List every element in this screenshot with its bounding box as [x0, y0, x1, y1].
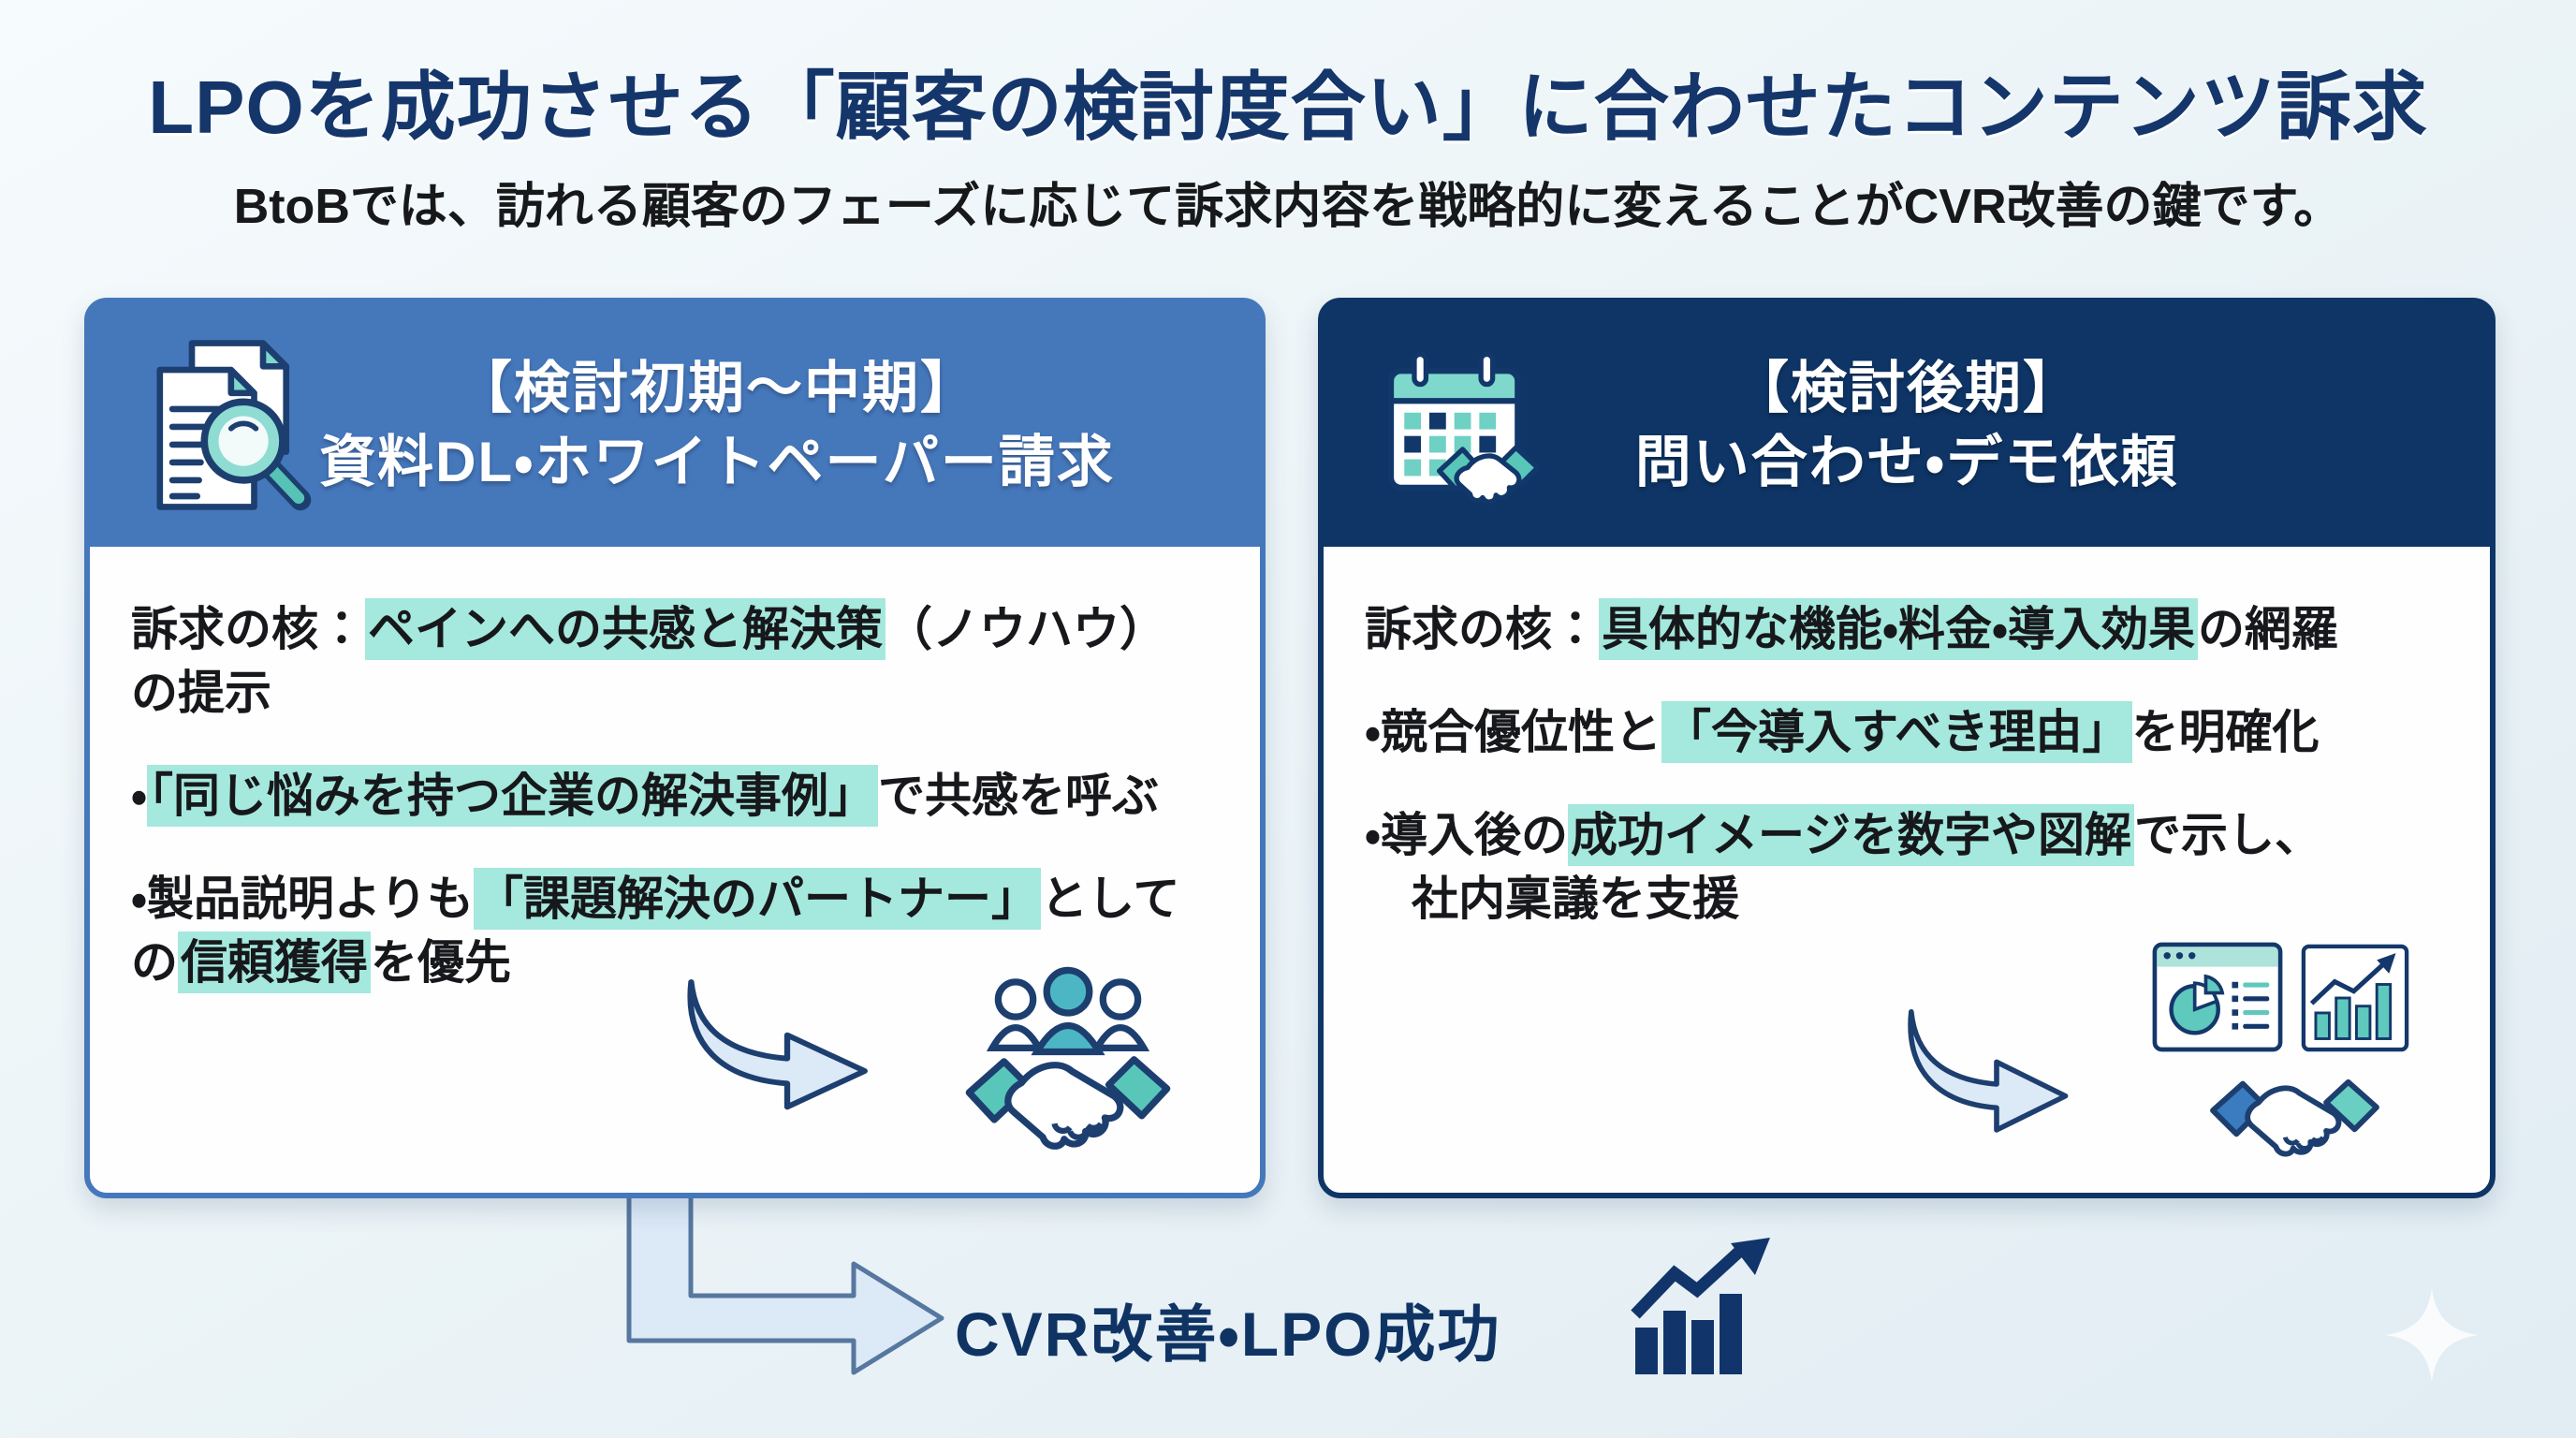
body-text: 訴求の核：: [1365, 603, 1599, 655]
bar-chart-panel-icon: [2301, 944, 2409, 1052]
body-text: で共感を呼ぶ: [878, 770, 1159, 822]
body-paragraph: ・「同じ悩みを持つ企業の解決事例」で共感を呼ぶ: [131, 764, 1219, 828]
team-handshake-icon: [965, 966, 1171, 1150]
body-text: の網羅: [2198, 603, 2338, 655]
highlighted-text: 「課題解決のパートナー」: [474, 868, 1041, 930]
body-text: の: [131, 936, 178, 989]
sparkle-icon: [2385, 1288, 2479, 1382]
highlighted-text: 「今導入すべき理由」: [1661, 701, 2132, 763]
body-text: ・: [131, 770, 147, 822]
growth-chart-icon: [1631, 1238, 1770, 1374]
document-search-icon: [156, 340, 312, 511]
body-paragraph: 訴求の核：具体的な機能・料金・導入効果の網羅: [1365, 597, 2449, 661]
body-text: ・競合優位性と: [1365, 706, 1661, 758]
card-early-mid-header: 【検討初期～中期】 資料DL・ホワイトペーパー請求: [90, 303, 1260, 547]
highlighted-text: ペインへの共感と解決策: [365, 598, 886, 660]
card-late-header: 【検討後期】 問い合わせ・デモ依頼: [1324, 303, 2490, 547]
card-late-body: 訴求の核：具体的な機能・料金・導入効果の網羅・競合優位性と「今導入すべき理由」を…: [1324, 547, 2490, 1178]
body-text: ・導入後の: [1365, 809, 1568, 861]
body-paragraph: ・競合優位性と「今導入すべき理由」を明確化: [1365, 700, 2449, 764]
result-label: CVR改善・LPO成功: [955, 1299, 1501, 1369]
body-text: 訴求の核：: [131, 603, 365, 655]
highlighted-text: 「同じ悩みを持つ企業の解決事例」: [147, 765, 878, 827]
page-subtitle: BtoBでは、訪れる顧客のフェーズに応じて訴求内容を戦略的に変えることがCVR改…: [233, 180, 2343, 234]
card-late-title: 【検討後期】 問い合わせ・デモ依頼: [1634, 356, 2179, 493]
card-early-mid-body: 訴求の核：ペインへの共感と解決策（ノウハウ） の提示・「同じ悩みを持つ企業の解決事…: [90, 547, 1260, 1178]
page-title: LPOを成功させる「顧客の検討度合い」に合わせたコンテンツ訴求: [148, 66, 2428, 149]
calendar-handshake-icon: [1387, 351, 1541, 505]
card-late-phase: 【検討後期】 問い合わせ・デモ依頼 訴求の核：具体的な機能・料金・導入効果の網羅…: [1318, 298, 2496, 1198]
body-text: を優先: [371, 936, 511, 989]
body-text: ・製品説明よりも: [131, 873, 474, 925]
swoosh-arrow-icon: [1908, 1008, 2069, 1133]
body-text: 社内稟議を支援: [1412, 873, 1739, 925]
swoosh-arrow-icon: [687, 979, 868, 1110]
highlighted-text: 具体的な機能・料金・導入効果: [1599, 598, 2198, 660]
body-text: を明確化: [2131, 706, 2320, 758]
dashboard-pie-icon: [2152, 942, 2283, 1052]
card-early-mid-title: 【検討初期～中期】 資料DL・ホワイトペーパー請求: [319, 356, 1115, 493]
body-paragraph: ・導入後の成功イメージを数字や図解で示し、社内稟議を支援: [1365, 803, 2449, 931]
body-paragraph: ・製品説明よりも「課題解決のパートナー」としての信頼獲得を優先: [131, 867, 1219, 994]
highlighted-text: 信頼獲得: [178, 932, 371, 993]
elbow-arrow-icon: [626, 1191, 944, 1375]
card-early-mid-phase: 【検討初期～中期】 資料DL・ホワイトペーパー請求 訴求の核：ペインへの共感と解…: [84, 298, 1266, 1198]
body-text: として: [1041, 873, 1180, 925]
body-text: で示し、: [2134, 809, 2321, 861]
highlighted-text: 成功イメージを数字や図解: [1568, 804, 2134, 866]
body-text: （ノウハウ）: [886, 603, 1166, 655]
body-paragraph: 訴求の核：ペインへの共感と解決策（ノウハウ） の提示: [131, 597, 1219, 725]
body-text: の提示: [131, 667, 271, 719]
handshake-icon: [2210, 1078, 2379, 1157]
